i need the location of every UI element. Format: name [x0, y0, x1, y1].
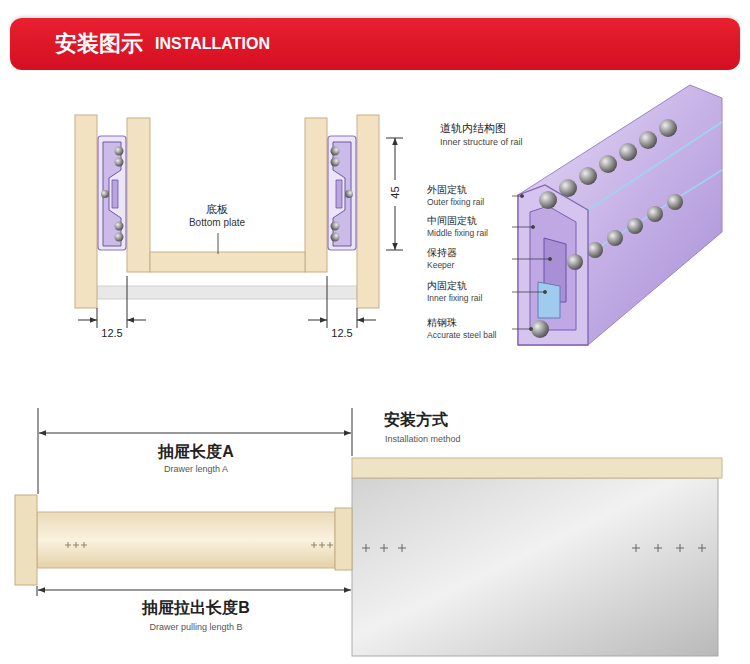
rail-structure — [518, 185, 588, 345]
part-label: Inner fixing rail — [427, 293, 482, 303]
banner-title: 安装图示 — [55, 32, 143, 56]
figure-title: Inner structure of rail — [440, 137, 523, 148]
cabinet-section — [305, 118, 327, 272]
figure-title: 道轨内结构图 — [440, 122, 506, 135]
cabinet-section — [127, 118, 150, 272]
part-label: 保持器 — [427, 247, 457, 258]
part-label: 精钢珠 — [427, 317, 457, 328]
dimension-lines — [97, 308, 98, 328]
cabinet-section — [98, 136, 126, 250]
leader-lines — [520, 194, 523, 197]
leader-lines — [512, 194, 552, 330]
rail-structure — [619, 143, 637, 161]
dimension-lines — [38, 590, 351, 591]
rail-structure — [587, 242, 603, 258]
rail-structure — [647, 206, 663, 222]
dimension-lines — [37, 586, 38, 596]
installation-view — [352, 478, 718, 656]
rail-structure — [518, 85, 722, 345]
part-label: 内固定轨 — [427, 280, 467, 291]
installation-view — [37, 512, 335, 568]
rail-structure — [530, 206, 576, 330]
dimension-label: 抽屉拉出长度B — [142, 598, 250, 617]
dimension-value: 12.5 — [331, 327, 352, 340]
dimension-lines — [78, 138, 403, 328]
leader-lines — [512, 259, 550, 260]
part-label: 底板 — [206, 203, 228, 216]
cabinet-section — [75, 115, 97, 308]
installation-view — [15, 495, 37, 585]
part-label: Bottom plate — [189, 217, 245, 229]
rail-structure — [575, 170, 722, 262]
dimension-lines — [127, 320, 146, 321]
section-title: 安装方式 — [384, 410, 448, 429]
dimension-lines — [395, 206, 396, 250]
cabinet-section — [328, 136, 356, 250]
rail-structure — [579, 167, 597, 185]
installation-view — [362, 544, 706, 552]
rail-structure — [627, 218, 643, 234]
dimension-label: Drawer pulling length B — [149, 622, 242, 633]
rail-structure — [639, 131, 657, 149]
dimension-lines — [352, 408, 353, 456]
leader-lines — [512, 329, 531, 330]
leader-lines — [512, 227, 533, 228]
dimension-value: 12.5 — [101, 327, 122, 340]
cabinet-section — [218, 233, 219, 254]
part-label: Keeper — [427, 260, 454, 270]
dimension-lines — [37, 408, 352, 596]
dimension-lines — [308, 320, 327, 321]
section-title: Installation method — [385, 434, 461, 445]
rail-structure — [599, 155, 617, 173]
leader-lines — [512, 292, 545, 293]
rail-structure — [518, 85, 722, 345]
leader-lines — [529, 327, 532, 330]
rail-structure — [531, 320, 549, 338]
rail-structure — [539, 191, 557, 209]
part-label: 中间固定轨 — [427, 215, 477, 226]
installation-view — [15, 458, 722, 656]
rail-structure — [538, 282, 560, 318]
dimension-lines — [357, 320, 376, 321]
dimension-lines — [38, 408, 39, 494]
dimension-lines — [78, 320, 97, 321]
rail-structure — [567, 254, 583, 270]
dimension-label: Drawer length A — [164, 464, 228, 475]
dimension-lines — [357, 308, 358, 328]
dimension-lines — [395, 138, 396, 180]
installation-view — [352, 458, 722, 478]
installation-view — [65, 542, 333, 548]
cabinet-section — [150, 252, 305, 272]
leader-lines — [548, 257, 551, 260]
rail-structure — [667, 194, 683, 210]
part-label: 外固定轨 — [427, 184, 467, 195]
dimension-lines — [39, 433, 351, 434]
part-label: Middle fixing rail — [427, 228, 488, 238]
rail-structure — [659, 119, 677, 137]
dimension-label: 抽屉长度A — [158, 442, 234, 461]
part-label: Accurate steel ball — [427, 330, 496, 340]
leader-lines — [543, 290, 546, 293]
cabinet-section — [75, 115, 379, 308]
cabinet-section — [357, 115, 379, 308]
leader-lines — [531, 225, 534, 228]
rail-structure — [588, 122, 722, 210]
rail-structure — [607, 230, 623, 246]
title-banner: 安装图示 INSTALLATION — [10, 18, 740, 70]
cabinet-section — [97, 286, 357, 299]
installation-view — [335, 508, 352, 570]
banner-subtitle: INSTALLATION — [155, 35, 270, 53]
part-label: Outer fixing rail — [427, 197, 484, 207]
dimension-value: 45 — [388, 187, 401, 199]
